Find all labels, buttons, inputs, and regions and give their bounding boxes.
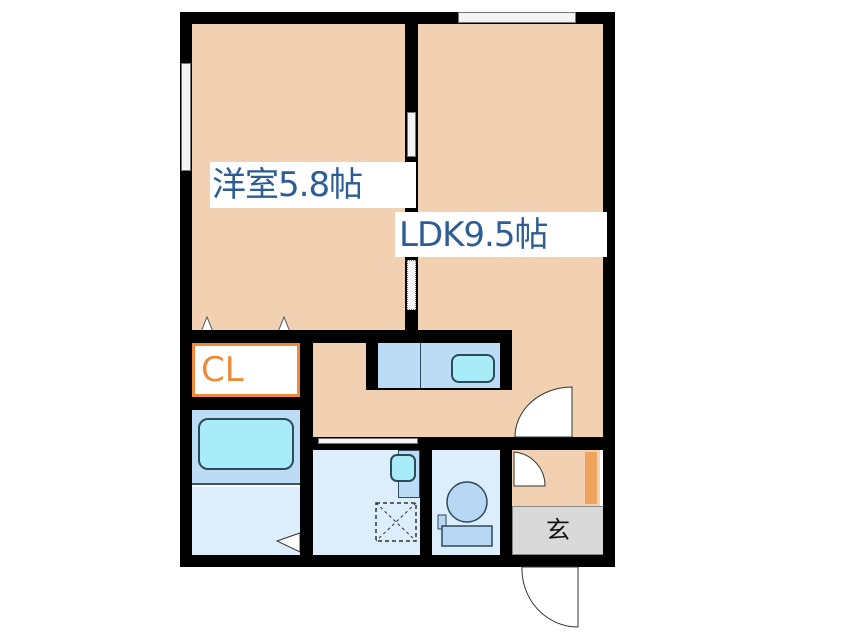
- kitchen-sink-icon: [451, 354, 495, 383]
- sliding-door-western-ldk: [407, 260, 416, 310]
- door-hall-ldk-icon: [514, 386, 573, 438]
- window-western-left: [181, 63, 191, 171]
- wall-toilet-entry: [500, 437, 512, 567]
- shoe-box: [585, 452, 597, 504]
- bathtub-icon: [198, 418, 294, 470]
- kitchen-counter: [378, 343, 424, 388]
- wall-closet-bath: [180, 397, 310, 410]
- wall-wash-toilet: [420, 437, 432, 567]
- sliding-door-western-ldk: [407, 112, 416, 157]
- front-door-icon: [521, 566, 579, 628]
- sliding-door-washroom: [318, 438, 418, 444]
- entrance-label: 玄: [546, 516, 570, 544]
- ldk-label-box: LDK9.5帖: [395, 212, 607, 257]
- ldk-label: LDK9.5帖: [399, 215, 548, 255]
- western-room-label: 洋室5.8帖: [212, 165, 363, 205]
- door-toilet-icon: [513, 451, 546, 487]
- outer-wall-right: [603, 12, 615, 567]
- closet: CL: [192, 343, 300, 397]
- closet-label: CL: [201, 350, 244, 390]
- wash-basin-icon: [390, 454, 416, 482]
- toilet-icon: [437, 481, 493, 547]
- western-room-label-box: 洋室5.8帖: [210, 162, 416, 208]
- washing-machine-space-icon: [375, 502, 417, 542]
- entrance: 玄: [512, 506, 604, 555]
- window-ldk-top: [458, 12, 576, 23]
